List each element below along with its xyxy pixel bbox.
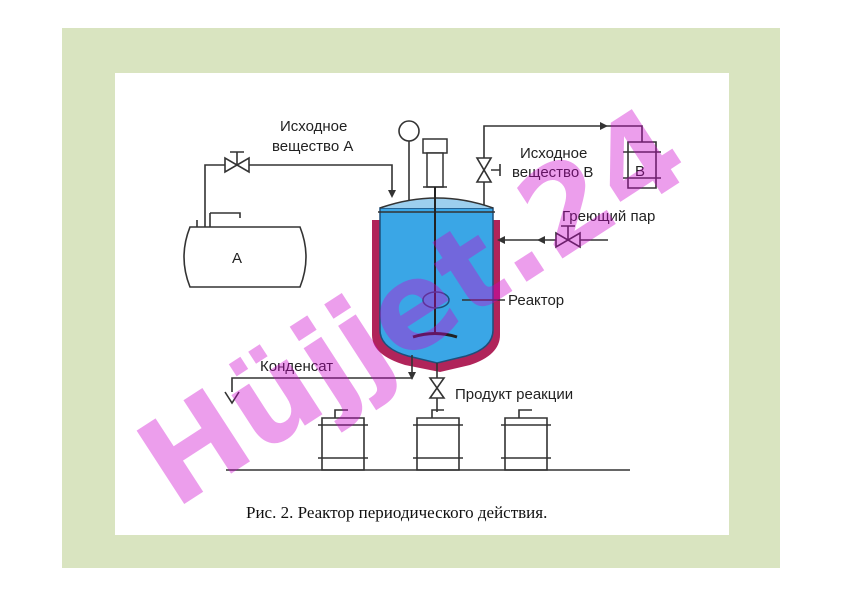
source-b-line-2: вещество В (512, 164, 593, 181)
reactor-lid (379, 197, 494, 209)
arrow-feed-b (600, 122, 608, 130)
figure-caption: Рис. 2. Реактор периодического действия. (246, 503, 547, 522)
watermark: Hüjjet.24 (115, 80, 710, 534)
drum-2 (413, 409, 463, 471)
arrow-steam-in (497, 236, 505, 244)
valve-a (224, 151, 250, 174)
arrow-steam-supply (537, 236, 545, 244)
pressure-gauge (398, 120, 420, 200)
source-a-line-1: Исходное (280, 118, 347, 135)
feed-line-b (483, 125, 643, 158)
feed-line-a (204, 164, 225, 227)
vortex-mark (422, 291, 450, 309)
condensate-line (231, 355, 413, 392)
reactor-vessel (379, 207, 494, 364)
stirrer-shaft (412, 187, 458, 339)
condensate-label: Конденсат (260, 358, 333, 375)
steam-label: Греющий пар (562, 208, 655, 225)
arrow-condensate (408, 372, 416, 380)
tank-a-label: А (232, 250, 242, 267)
drum-3 (501, 409, 551, 471)
tank-b: В (623, 141, 661, 189)
stirrer-motor (422, 138, 448, 188)
condensate-funnel (224, 391, 240, 405)
arrow-feed-a (388, 190, 396, 198)
feed-line-a-to-reactor (249, 164, 393, 196)
product-label: Продукт реакции (455, 386, 573, 403)
tank-a: А (183, 212, 307, 288)
reactor-label: Реактор (508, 292, 564, 309)
tank-b-label: В (635, 163, 645, 180)
valve-product (428, 377, 446, 399)
source-b-line-1: Исходное (520, 145, 587, 162)
source-a-line-2: вещество А (272, 138, 353, 155)
